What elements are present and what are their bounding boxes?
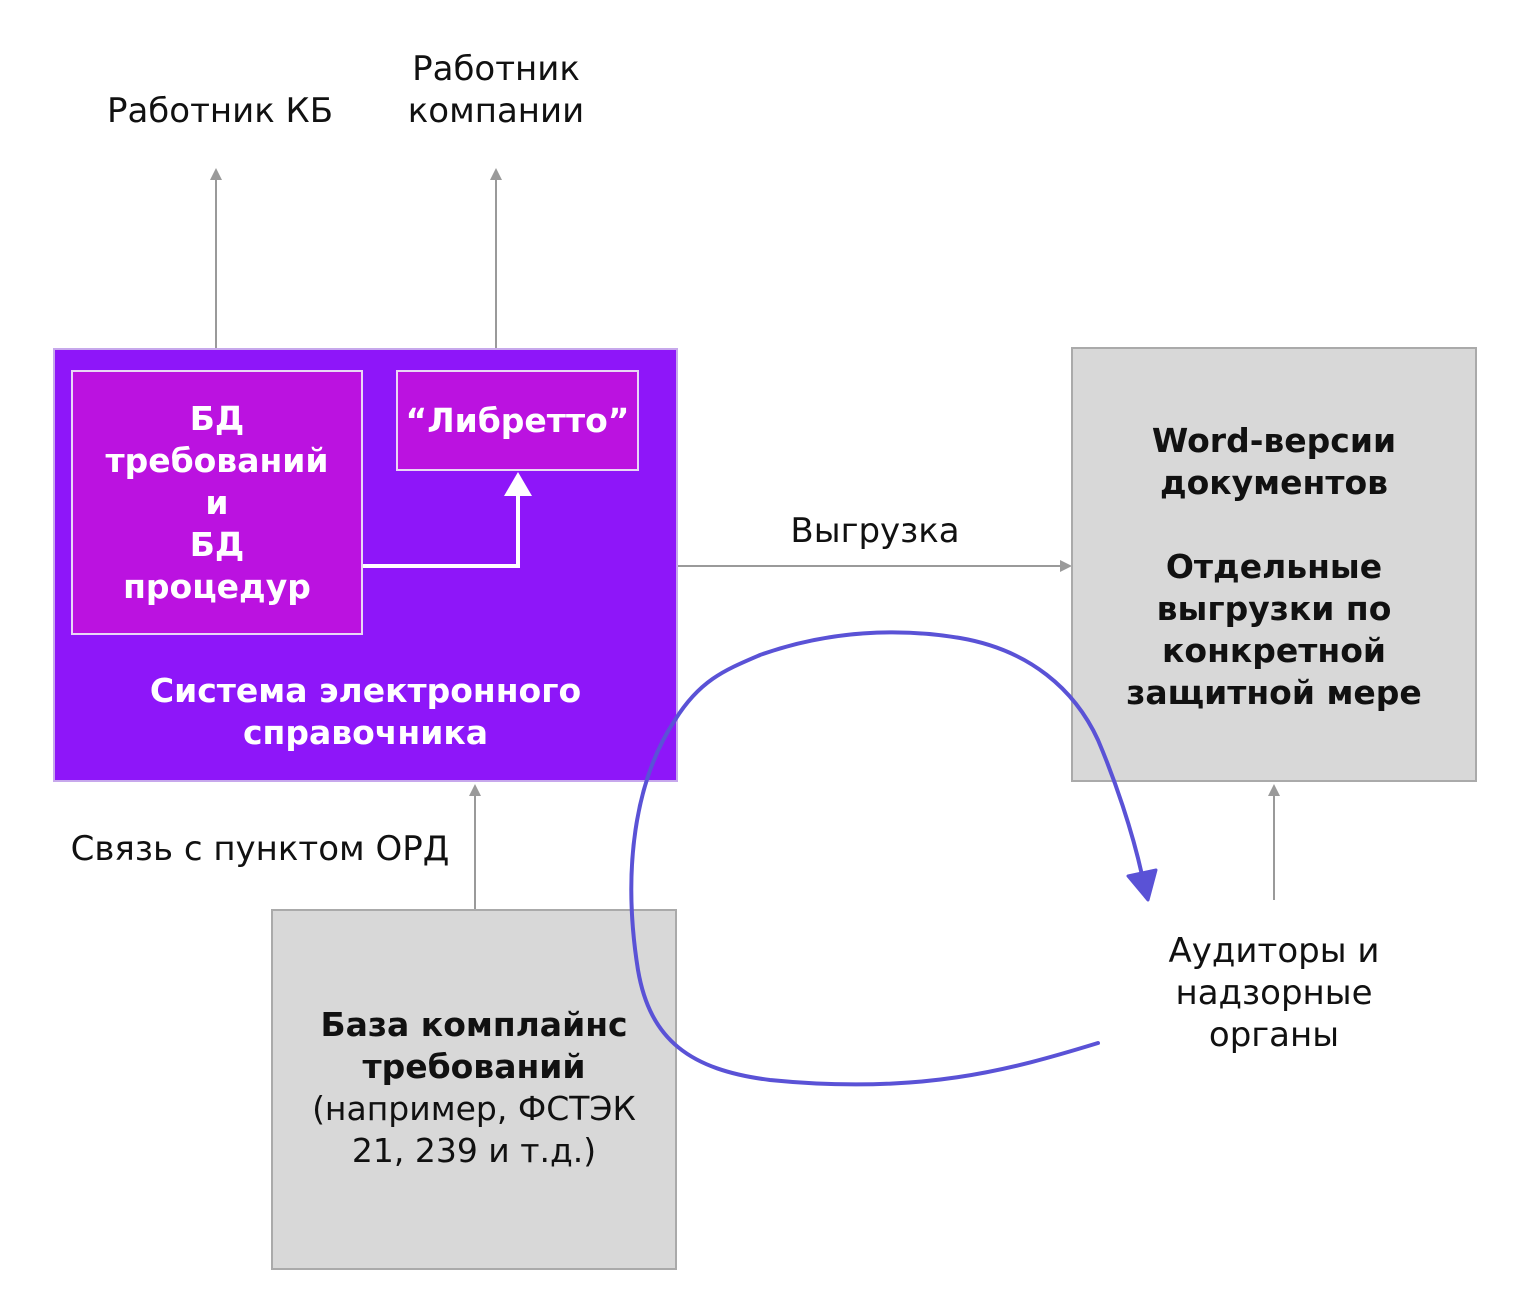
word-title-line-1: Word-версии <box>1151 421 1397 460</box>
ord-link-label-text: Связь с пунктом ОРД <box>70 829 450 869</box>
export-label-text: Выгрузка <box>790 511 960 551</box>
db-box-line-4: БД <box>189 524 245 564</box>
word-box <box>1071 347 1477 782</box>
libretto-label: “Либретто” <box>405 401 630 440</box>
compliance-title-line-1: База комплайнс <box>320 1005 628 1044</box>
ord-link-label: Связь с пунктом ОРД <box>60 828 460 870</box>
word-subtitle-line-2: выгрузки по <box>1156 589 1392 628</box>
actor-worker-company: Работник компании <box>366 48 626 132</box>
word-title-line-2: документов <box>1159 463 1389 502</box>
compliance-box <box>271 909 677 1270</box>
word-box-text: Word-версии документов Отдельные выгрузк… <box>1071 420 1477 714</box>
compliance-title-line-2: требований <box>362 1047 586 1086</box>
actor-worker-kb: Работник КБ <box>90 90 350 132</box>
word-subtitle-line-1: Отдельные <box>1165 547 1383 586</box>
libretto-box: “Либретто” <box>396 370 639 471</box>
db-to-libretto-arrowhead <box>504 472 532 496</box>
compliance-box-text: База комплайнс требований (например, ФСТ… <box>271 1004 677 1172</box>
compliance-note-line-1: (например, ФСТЭК <box>312 1089 636 1128</box>
actor-worker-company-line-2: компании <box>407 91 585 131</box>
auditors-line-1: Аудиторы и <box>1168 931 1380 971</box>
word-subtitle-line-3: конкретной <box>1162 631 1386 670</box>
hand-drawn-loop-arrow <box>629 630 1144 1087</box>
hand-drawn-arrowhead <box>1126 868 1158 902</box>
compliance-note-line-2: 21, 239 и т.д.) <box>351 1131 597 1170</box>
export-label: Выгрузка <box>760 510 990 552</box>
actor-worker-company-line-1: Работник <box>412 49 580 89</box>
auditors-line-3: органы <box>1208 1015 1340 1055</box>
word-subtitle-line-4: защитной мере <box>1126 673 1422 712</box>
system-title-line-1: Система электронного <box>149 671 582 710</box>
system-title-line-2: справочника <box>242 713 489 752</box>
actor-auditors: Аудиторы и надзорные органы <box>1124 930 1424 1056</box>
auditors-line-2: надзорные <box>1175 973 1373 1013</box>
db-box-line-3: и <box>205 482 229 522</box>
db-box-line-1: БД <box>189 398 245 438</box>
db-box: БД требований и БД процедур <box>71 370 363 635</box>
db-box-line-2: требований <box>105 440 329 480</box>
db-box-line-5: процедур <box>123 566 311 606</box>
db-to-libretto-line <box>363 494 520 568</box>
actor-worker-kb-label: Работник КБ <box>106 91 334 131</box>
system-title: Система электронного справочника <box>53 670 678 754</box>
